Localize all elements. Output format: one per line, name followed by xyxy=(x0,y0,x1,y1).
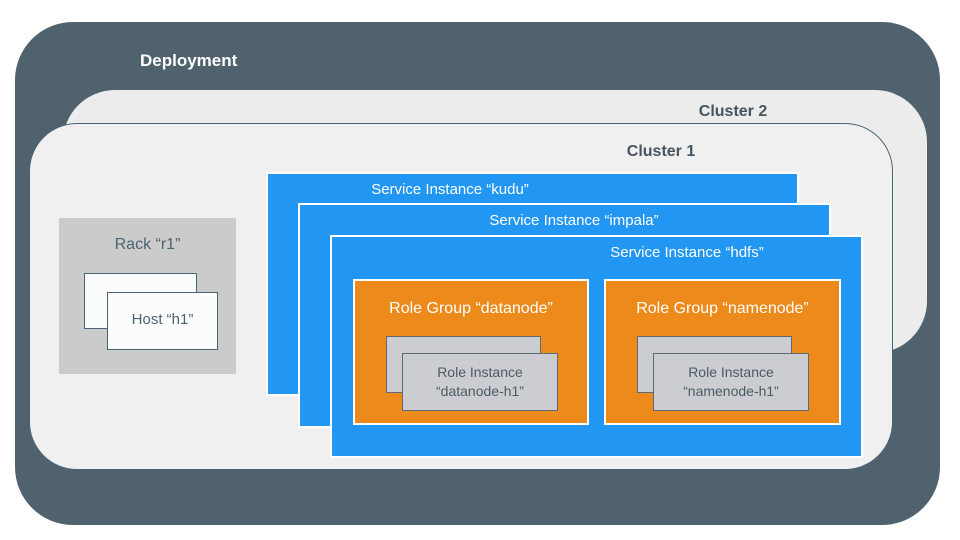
role-instance-datanode-line1: Role Instance xyxy=(437,364,523,380)
role-instance-datanode-front: Role Instance “datanode-h1” xyxy=(402,353,558,411)
service-instance-kudu-label: Service Instance “kudu” xyxy=(371,181,529,198)
host-box-front: Host “h1” xyxy=(107,292,218,350)
service-instance-impala-label: Service Instance “impala” xyxy=(489,212,659,229)
role-instance-namenode-front: Role Instance “namenode-h1” xyxy=(653,353,809,411)
role-group-namenode-label: Role Group “namenode” xyxy=(636,300,809,317)
role-instance-namenode-label: Role Instance “namenode-h1” xyxy=(654,363,808,401)
service-instance-hdfs: Service Instance “hdfs” Role Group “data… xyxy=(330,235,863,458)
role-instance-datanode-label: Role Instance “datanode-h1” xyxy=(403,363,557,401)
role-instance-namenode-line1: Role Instance xyxy=(688,364,774,380)
cluster1-container: Cluster 1 Rack “r1” Host “h1” Service In… xyxy=(29,123,893,470)
role-group-namenode: Role Group “namenode” Role Instance “nam… xyxy=(604,279,841,425)
role-instance-namenode-line2: “namenode-h1” xyxy=(683,383,779,399)
service-instance-hdfs-label: Service Instance “hdfs” xyxy=(610,244,764,261)
deployment-label: Deployment xyxy=(140,51,238,70)
role-instance-datanode-line2: “datanode-h1” xyxy=(436,383,524,399)
role-group-datanode-label: Role Group “datanode” xyxy=(389,300,553,317)
role-group-datanode: Role Group “datanode” Role Instance “dat… xyxy=(353,279,589,425)
cluster2-label: Cluster 2 xyxy=(698,103,768,120)
host-label: Host “h1” xyxy=(131,311,194,328)
cluster1-label: Cluster 1 xyxy=(626,143,696,160)
deployment-container: Deployment Cluster 2 Cluster 1 Rack “r1”… xyxy=(15,22,940,525)
rack-label: Rack “r1” xyxy=(114,236,181,253)
rack-container: Rack “r1” Host “h1” xyxy=(59,218,236,374)
